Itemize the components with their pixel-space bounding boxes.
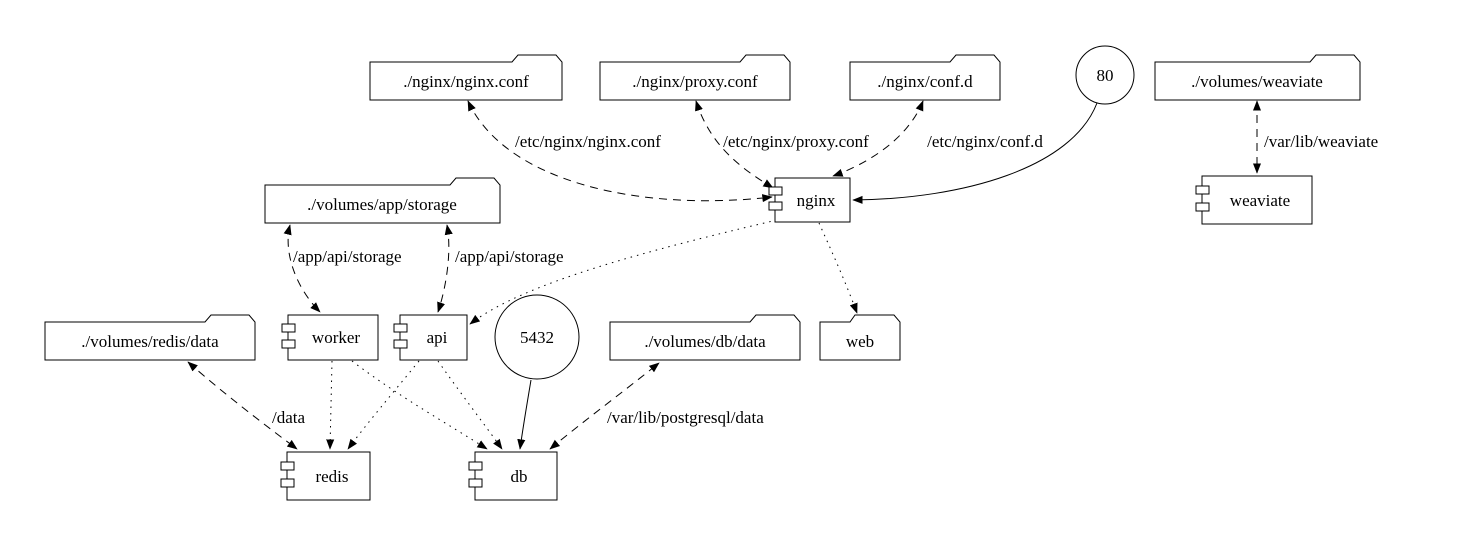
- edge-label-api-storage: /app/api/storage: [455, 247, 564, 266]
- component-box: [287, 314, 379, 361]
- folder-icon: [609, 314, 801, 361]
- component-tab-icon: [280, 478, 295, 488]
- component-box: [474, 451, 558, 501]
- node-folder-conf-d: ./nginx/conf.d: [849, 54, 1001, 101]
- edge-label-weaviate-volume: /var/lib/weaviate: [1264, 132, 1378, 151]
- component-tab-icon: [1195, 202, 1210, 212]
- edge-port-80-nginx: [852, 102, 1098, 204]
- folder-icon: [264, 177, 501, 224]
- node-component-worker: worker: [281, 314, 379, 361]
- node-label: worker: [312, 328, 360, 347]
- node-label: redis: [315, 467, 348, 486]
- node-folder-volumes-app-storage: ./volumes/app/storage: [264, 177, 501, 224]
- component-box: [774, 177, 851, 223]
- edge-labels-layer: /etc/nginx/nginx.conf /etc/nginx/proxy.c…: [272, 132, 1378, 427]
- folder-icon: [1154, 54, 1361, 101]
- node-label: nginx: [797, 191, 836, 210]
- node-label: db: [511, 467, 528, 486]
- edge-label-nginx-conf: /etc/nginx/nginx.conf: [515, 132, 661, 151]
- folder-icon: [44, 314, 256, 361]
- edge-nginx-conf-mount: [467, 100, 773, 203]
- node-folder-volumes-redis-data: ./volumes/redis/data: [44, 314, 256, 361]
- edge-redis-data-mount: [187, 361, 298, 450]
- component-tab-icon: [768, 201, 783, 211]
- nodes-layer: ./nginx/nginx.conf ./nginx/proxy.conf ./…: [44, 45, 1361, 501]
- edge-proxy-conf-mount: [695, 100, 774, 189]
- folder-icon: [819, 314, 901, 361]
- component-tab-icon: [281, 323, 296, 333]
- edge-api-db-link: [437, 360, 503, 450]
- node-component-nginx: nginx: [768, 177, 851, 223]
- node-label: weaviate: [1230, 191, 1290, 210]
- component-box: [1201, 175, 1313, 225]
- node-component-weaviate: weaviate: [1195, 175, 1313, 225]
- node-label: 80: [1097, 66, 1114, 85]
- node-label: api: [427, 328, 448, 347]
- node-label: ./volumes/db/data: [644, 332, 766, 351]
- node-folder-proxy-conf: ./nginx/proxy.conf: [599, 54, 791, 101]
- component-tab-icon: [393, 323, 408, 333]
- edge-label-redis-data: /data: [272, 408, 305, 427]
- component-tab-icon: [280, 461, 295, 471]
- node-component-db: db: [468, 451, 558, 501]
- node-port-80: 80: [1075, 45, 1135, 105]
- node-folder-volumes-weaviate: ./volumes/weaviate: [1154, 54, 1361, 101]
- edge-port-5432-db: [517, 379, 532, 450]
- node-label: ./nginx/proxy.conf: [632, 72, 758, 91]
- port-circle: [1075, 45, 1135, 105]
- edges-layer: [187, 100, 1262, 450]
- folder-icon: [599, 54, 791, 101]
- node-port-5432: 5432: [494, 294, 580, 380]
- edge-label-conf-d: /etc/nginx/conf.d: [927, 132, 1043, 151]
- node-label: ./nginx/conf.d: [877, 72, 973, 91]
- edge-nginx-web-link: [818, 222, 858, 314]
- component-tab-icon: [468, 461, 483, 471]
- node-label: web: [846, 332, 874, 351]
- node-label: ./volumes/redis/data: [81, 332, 219, 351]
- component-box: [286, 451, 371, 501]
- edge-label-proxy-conf: /etc/nginx/proxy.conf: [723, 132, 869, 151]
- node-label: ./nginx/nginx.conf: [403, 72, 529, 91]
- edge-label-db-data: /var/lib/postgresql/data: [607, 408, 764, 427]
- node-folder-web: web: [819, 314, 901, 361]
- node-component-redis: redis: [280, 451, 371, 501]
- node-label: 5432: [520, 328, 554, 347]
- node-label: ./volumes/weaviate: [1191, 72, 1323, 91]
- edge-api-storage-mount: [437, 224, 453, 313]
- folder-icon: [369, 54, 563, 101]
- port-circle: [494, 294, 580, 380]
- node-component-api: api: [393, 314, 468, 361]
- component-tab-icon: [1195, 185, 1210, 195]
- edge-worker-db-link: [351, 360, 488, 450]
- component-tab-icon: [768, 186, 783, 196]
- node-folder-nginx-conf: ./nginx/nginx.conf: [369, 54, 563, 101]
- node-label: ./volumes/app/storage: [307, 195, 457, 214]
- component-tab-icon: [281, 339, 296, 349]
- edge-worker-storage-mount: [283, 224, 321, 313]
- node-folder-volumes-db-data: ./volumes/db/data: [609, 314, 801, 361]
- folder-icon: [849, 54, 1001, 101]
- edge-db-data-mount: [549, 362, 660, 450]
- component-box: [399, 314, 468, 361]
- edge-label-worker-storage: /app/api/storage: [293, 247, 402, 266]
- component-tab-icon: [393, 339, 408, 349]
- component-tab-icon: [468, 478, 483, 488]
- edge-api-redis-link: [347, 360, 420, 450]
- edge-conf-d-mount: [832, 100, 924, 177]
- edge-worker-redis-link: [326, 360, 335, 450]
